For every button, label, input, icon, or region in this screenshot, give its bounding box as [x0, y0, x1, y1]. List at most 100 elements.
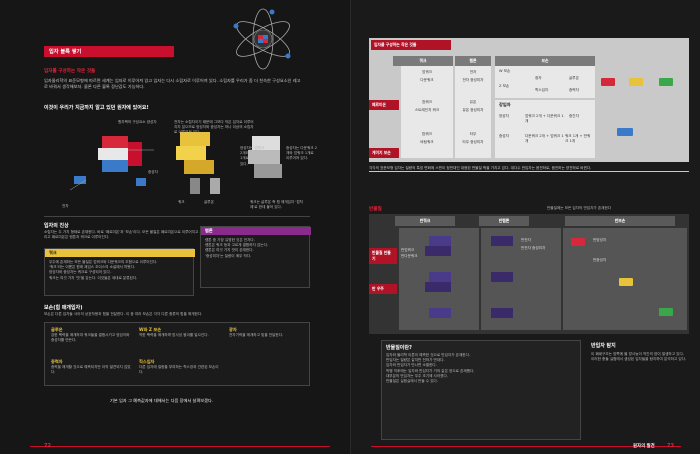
boson-item: W와 Z 보손 약한 핵력을 매개하며 방사성 붕괴를 일으킨다. — [139, 327, 219, 338]
lead-text: 이것이 우리가 지금까지 알고 있던 원자에 있어요! — [44, 105, 149, 111]
list-item: 쿼크는 여섯 가지 '맛'을 갖는다. 이것들은 세대로 분류된다. — [49, 275, 138, 280]
lepton-muon: 뮤온 — [469, 100, 477, 104]
left-page: 입자 블록 쌓기 입자를 구성하는 작은 것들 입자물리학의 표준모형에 따르면… — [30, 8, 330, 449]
anti-header-boson: 반보손 — [565, 216, 675, 226]
footer-rule-right — [371, 446, 681, 447]
boson-higgs: 힉스입자 — [535, 88, 549, 92]
footer-rule — [30, 446, 330, 447]
boson-desc: 다른 입자에 질량을 부여하는 힉스장과 관련된 보손이다. — [139, 364, 219, 374]
brick-green-anti — [659, 308, 673, 316]
quark-box: 쿼크 우주에 존재하는 모든 물질은 업쿼크와 다운쿼크의 조합으로 이루어진다… — [44, 248, 195, 296]
anti-group-2: 반 우주 — [369, 284, 397, 294]
anti-header-lepton: 반렙톤 — [479, 216, 529, 226]
boson-name: W와 Z 보손 — [139, 327, 162, 332]
brick-red-anti — [571, 238, 585, 246]
boson-title: 보손(힘 매개입자) — [44, 305, 83, 311]
anti-group-1: 반물질 만들기 — [369, 248, 397, 264]
brick-yellow-anti — [619, 278, 633, 286]
qa-list: 입자와 물리학 이론이 예측한 것으로 반입자가 존재한다. 반입자는 질량은 … — [386, 353, 578, 384]
composite-meson: 중간자 — [569, 114, 579, 118]
boson-name: 글루온 — [51, 327, 63, 332]
right-page: 입자를 구성하는 작은 것들 쿼크 렙톤 보손 페르미온 게이지 보손 업쿼크 … — [350, 0, 700, 454]
boson-desc: 강한 핵력을 매개하여 쿼크들을 결합시키고 양성자와 중성자를 만든다. — [51, 332, 130, 342]
quark-box-title: 쿼크 — [49, 250, 57, 255]
list-item: 반입자는 질량은 같지만 전하가 반대다. — [386, 358, 445, 363]
brick-red — [601, 78, 615, 86]
boson-item: 광자 전자기력을 매개하고 빛을 전달한다. — [229, 327, 305, 338]
boson-item: 중력자 중력을 매개할 것으로 예측되지만 아직 발견되지 않았다. — [51, 359, 131, 375]
lepton-electron-neutrino: 전자 중성미자 — [462, 78, 484, 82]
quark-title: 입자의 진상 — [44, 223, 69, 229]
quark-charm: 참쿼크 — [422, 100, 432, 104]
composite-grid: 강입자 양성자 업쿼크 2개 + 다운쿼크 1개 중성자 다운쿼크 2개 + 업… — [495, 100, 595, 158]
list-item: 양성자와 중성자는 쿼크로 구성되어 있다. — [49, 270, 111, 275]
quark-grid: 업쿼크 다운쿼크 참쿼크 스트레인지 쿼크 탑쿼크 바텀쿼크 — [401, 66, 453, 158]
label-electron: 전자 — [62, 204, 69, 208]
quark-down: 다운쿼크 — [420, 78, 434, 82]
side-title: 반입자 탐지 — [591, 343, 616, 349]
brick-diagram — [44, 116, 304, 216]
quark-text: 소립자는 두 가지 형태로 존재한다. 바로 '페르미온'과 '보손'이다. 모… — [44, 230, 203, 240]
lepton-list: 렙톤 중 가장 유명한 것은 전자다. 렙톤은 쿼크 등과 고르게 결합하지 않… — [205, 238, 307, 259]
quark-bottom: 바텀쿼크 — [420, 140, 434, 144]
quark-top: 탑쿼크 — [422, 132, 432, 136]
label-quark: 쿼크 — [178, 200, 185, 204]
side-text: 이 폐쇄구조는 양쪽에 물 방사능이 약간의 양이 발생하고 있다. 이러한 충… — [591, 352, 687, 362]
anti-header-quark: 반쿼크 — [395, 216, 455, 226]
composite-proton-desc: 업쿼크 2개 + 다운쿼크 1개 — [525, 114, 564, 124]
page-number-right: 73 — [667, 443, 674, 449]
footer-text: 기본 입자 그 예측값자에 대해서는 다음 장에서 살펴보겠다. — [110, 398, 214, 403]
antimatter-title: 반물질 — [369, 207, 382, 212]
boson-name: 힉스입자 — [139, 359, 155, 364]
anti-lepton-cell: 반전자 반전자 중성미자 — [481, 228, 561, 330]
side-note-3: 중성자는 다운쿼크 2개와 업쿼크 1개로 이루어져 있다. — [286, 146, 318, 161]
qa-box: 반물질이란? 입자와 물리학 이론이 예측한 것으로 반입자가 존재한다. 반입… — [381, 340, 581, 440]
antimatter-note: 반물질에는 모든 입자의 반입자가 존재한다 — [547, 206, 612, 210]
anti-up: 반업쿼크 — [401, 248, 415, 252]
brick-blue — [617, 128, 633, 136]
intro-text: 입자물리학의 표준모형에 따르면 세계는 입자로 이루어져 있고 입자는 다시 … — [44, 78, 301, 89]
page-number-left: 72 — [44, 443, 51, 449]
composite-meson-desc: 쿼크 1개 + 반쿼크 1개 — [565, 134, 591, 144]
atom-illustration — [228, 8, 298, 70]
quark-strange: 스트레인지 쿼크 — [414, 108, 440, 112]
composite-neutron: 중성자 — [499, 134, 509, 138]
table-title: 입자를 구성하는 작은 것들 — [371, 40, 451, 50]
lepton-box: 렙톤 렙톤 중 가장 유명한 것은 전자다. 렙톤은 쿼크 등과 고르게 결합하… — [200, 226, 311, 288]
boson-photon: 광자 — [535, 76, 542, 80]
section-title: 입자 블록 쌓기 — [44, 46, 174, 57]
col-header-lepton: 렙톤 — [455, 56, 491, 66]
boson-box: 글루온 강한 핵력을 매개하여 쿼크들을 결합시키고 양성자와 중성자를 만든다… — [44, 322, 310, 386]
footer-label: 원자의 발견 — [633, 444, 655, 449]
subhead: 입자를 구성하는 작은 것들 — [44, 69, 96, 74]
composite-neutron-desc: 다운쿼크 2개 + 업쿼크 1개 — [525, 134, 564, 144]
boson-text: 보손은 다른 입자들 사이의 상호작용과 힘을 전달한다. 이 중 여러 보손은… — [44, 312, 203, 316]
col-header-boson: 보손 — [495, 56, 595, 66]
divider-line — [44, 216, 310, 217]
lepton-muon-neutrino: 뮤온 중성미자 — [462, 108, 484, 112]
boson-z: Z 보손 — [499, 84, 510, 88]
qa-title: 반물질이란? — [386, 345, 412, 351]
list-item: 우주에 존재하는 모든 물질은 업쿼크와 다운쿼크의 조합으로 이루어진다. — [49, 260, 158, 264]
antimatter-table: 반쿼크 반렙톤 반보손 반물질 만들기 반 우주 반업쿼크 반다운쿼크 — [369, 214, 689, 334]
anti-down: 반다운쿼크 — [401, 254, 418, 258]
standard-model-table: 입자를 구성하는 작은 것들 쿼크 렙톤 보손 페르미온 게이지 보손 업쿼크 … — [369, 38, 689, 172]
quark-up: 업쿼크 — [422, 70, 432, 74]
anti-boson-cell: 반양성자 반중성자 — [563, 228, 687, 330]
boson-desc: 전자기력을 매개하고 빛을 전달한다. — [229, 332, 284, 337]
boson-desc: 중력을 매개할 것으로 예측되지만 아직 발견되지 않았다. — [51, 364, 131, 374]
composite-proton: 양성자 — [499, 114, 509, 118]
list-item: 입자와 반입자가 만나면 소멸한다. — [386, 363, 437, 368]
boson-grid: W 보손 Z 보손 광자 힉스입자 글루온 중력자 — [495, 66, 595, 98]
list-item: 대부분의 반입자는 우주 초기에 사라졌다. — [386, 373, 448, 378]
lepton-tau: 타우 — [469, 132, 477, 136]
list-item: 입자와 물리학 이론이 예측한 것으로 반입자가 존재한다. — [386, 353, 471, 357]
list-item: '쿼크'라는 이름은 원래 제임스 조이스의 소설에서 따왔다. — [49, 265, 136, 270]
label-gluon: 글루온 — [204, 200, 214, 204]
boson-name: 중력자 — [51, 359, 63, 364]
lepton-tau-neutrino: 타우 중성미자 — [462, 140, 484, 144]
lepton-grid: 전자 전자 중성미자 뮤온 뮤온 중성미자 타우 타우 중성미자 — [455, 66, 491, 158]
list-item: '중성미자'는 질량이 매우 작다. — [205, 253, 252, 258]
anti-neutron: 반중성자 — [593, 258, 607, 262]
